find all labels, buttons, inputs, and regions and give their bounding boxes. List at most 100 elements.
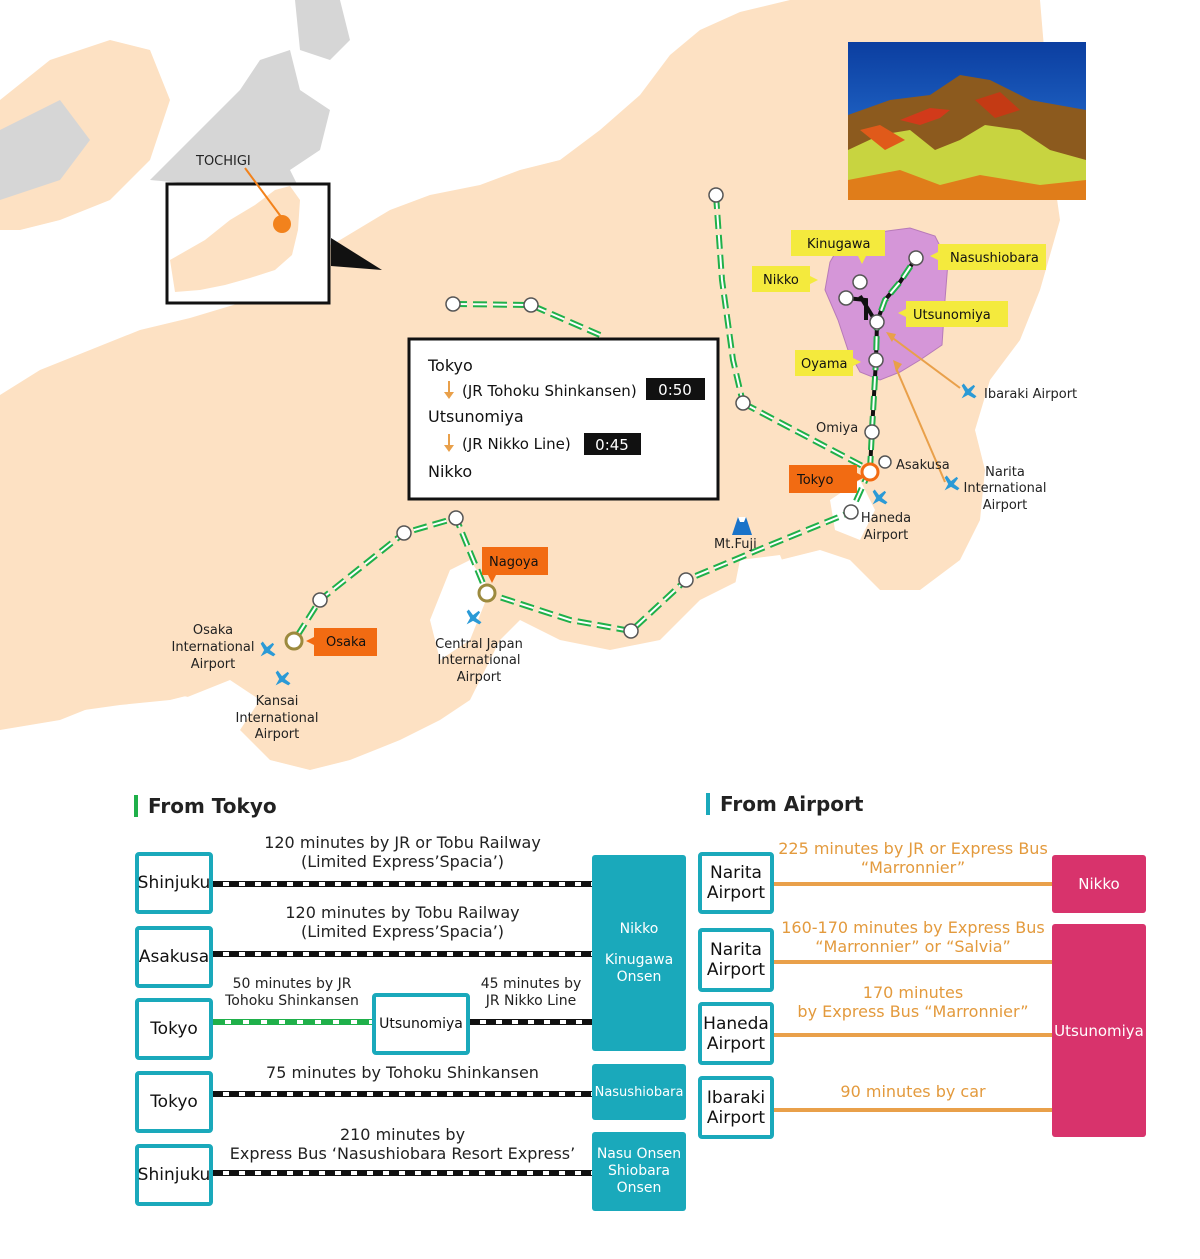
narita-airport-icon (944, 475, 960, 491)
svg-text:Kansai: Kansai (256, 694, 299, 709)
from-tokyo-title: From Tokyo (134, 795, 277, 817)
airport-icons (260, 383, 977, 686)
origin-shinjuku-1: Shinjuku (135, 852, 213, 914)
rail-shinjuku-1 (213, 881, 592, 887)
dest-utsunomiya-airport: Utsunomiya (1052, 924, 1146, 1137)
rail-nikko-line (470, 1019, 592, 1025)
rail-resort-express (213, 1170, 592, 1176)
timetable-leg2-line: (JR Nikko Line) (462, 435, 571, 453)
dest-nasu-shiobara: Nasu Onsen Shiobara Onsen (592, 1132, 686, 1211)
origin-tokyo-2: Tokyo (135, 1071, 213, 1133)
land-shikoku (0, 612, 230, 720)
label-central-japan-airport: Central Japan International Airport (435, 637, 523, 685)
svg-text:International: International (236, 711, 319, 726)
arrow-down-icon (444, 381, 454, 399)
dest-nasushiobara: Nasushiobara (592, 1064, 686, 1120)
route-text-nasushiobara: 75 minutes by Tohoku Shinkansen (266, 1063, 539, 1082)
route-text-narita-utsunomiya: 160-170 minutes by Express Bus“Marronnie… (781, 918, 1045, 956)
tag-oyama: Oyama (795, 350, 861, 376)
timetable-leg2-time: 0:45 (595, 436, 629, 454)
nagoya-station-marker (477, 583, 497, 603)
svg-text:Airport: Airport (191, 657, 236, 672)
line-haneda-utsunomiya (774, 1033, 1052, 1037)
svg-text:Osaka: Osaka (326, 635, 366, 650)
route-text-narita-nikko: 225 minutes by JR or Express Bus“Marronn… (778, 839, 1048, 877)
mountain-photo (848, 42, 1086, 200)
label-haneda-airport: Haneda Airport (861, 511, 911, 543)
timetable-box: Tokyo (JR Tohoku Shinkansen) 0:50 Utsuno… (407, 337, 720, 501)
tag-kinugawa: Kinugawa (791, 230, 885, 264)
svg-text:Utsunomiya: Utsunomiya (913, 308, 991, 323)
label-narita-airport: Narita International Airport (964, 465, 1047, 513)
svg-text:Airport: Airport (457, 670, 502, 685)
inset-japan-map (170, 186, 300, 292)
label-omiya: Omiya (816, 421, 858, 436)
timetable-leg1-line: (JR Tohoku Shinkansen) (462, 382, 637, 400)
tag-utsunomiya: Utsunomiya (898, 301, 1008, 327)
airport-leader-lines (886, 332, 961, 483)
inset-leader-line (244, 167, 283, 219)
svg-text:Airport: Airport (864, 528, 909, 543)
osaka-airport-icon (260, 641, 276, 657)
central-japan-airport-icon (466, 609, 482, 625)
timetable-transfer: Utsunomiya (428, 407, 524, 426)
label-ibaraki-airport: Ibaraki Airport (984, 387, 1077, 402)
svg-text:Osaka: Osaka (193, 623, 233, 638)
osaka-station-marker (284, 631, 304, 651)
rail-nasushiobara (213, 1091, 592, 1097)
line-ibaraki-utsunomiya (774, 1108, 1052, 1112)
tag-nagoya: Nagoya (482, 547, 548, 583)
svg-text:Narita: Narita (985, 465, 1025, 480)
inset-japan-silhouette (0, 0, 350, 200)
inset-tochigi-label: TOCHIGI (195, 154, 251, 169)
line-narita-nikko (774, 882, 1052, 886)
svg-text:International: International (964, 481, 1047, 496)
via-utsunomiya: Utsunomiya (372, 993, 470, 1055)
tag-tokyo: Tokyo (789, 465, 865, 493)
label-osaka-airport: Osaka International Airport (172, 623, 255, 672)
kansai-airport-icon (275, 670, 291, 686)
timetable-leg1-time: 0:50 (658, 381, 692, 399)
svg-text:Nikko: Nikko (763, 273, 799, 288)
mt-fuji-icon (732, 517, 752, 535)
svg-text:International: International (438, 653, 521, 668)
rail-asakusa (213, 951, 592, 957)
svg-text:Kinugawa: Kinugawa (807, 237, 870, 252)
dest-nikko-airport: Nikko (1052, 855, 1146, 913)
inset-tochigi-marker (273, 215, 291, 233)
svg-text:Oyama: Oyama (801, 357, 848, 372)
rail-tohoku-shinkansen (213, 1019, 373, 1025)
svg-text:Tokyo: Tokyo (796, 473, 833, 488)
haneda-airport-icon (872, 489, 888, 505)
route-text-asakusa: 120 minutes by Tobu Railway(Limited Expr… (285, 903, 520, 941)
mt-fuji-label: Mt.Fuji (714, 537, 757, 552)
origin-asakusa: Asakusa (135, 926, 213, 988)
origin-shinjuku-2: Shinjuku (135, 1144, 213, 1206)
from-airport-title: From Airport (706, 793, 863, 815)
tag-nikko: Nikko (752, 266, 818, 292)
svg-text:Airport: Airport (983, 498, 1028, 513)
origin-tokyo-1: Tokyo (135, 998, 213, 1060)
tokyo-station-marker (860, 462, 880, 482)
svg-text:Airport: Airport (255, 727, 300, 742)
inset-pointer-arrow (331, 238, 382, 270)
svg-text:Nasushiobara: Nasushiobara (950, 251, 1039, 266)
dest-nikko-kinugawa: Nikko Kinugawa Onsen (592, 855, 686, 1051)
tag-osaka: Osaka (306, 628, 377, 656)
map: TOCHIGI (0, 0, 1086, 770)
timetable-destination: Nikko (428, 462, 472, 481)
arrow-down-icon (444, 434, 454, 452)
tag-nasushiobara: Nasushiobara (930, 244, 1046, 270)
label-asakusa: Asakusa (896, 458, 950, 473)
label-kansai-airport: Kansai International Airport (236, 694, 319, 742)
svg-text:Nagoya: Nagoya (489, 555, 539, 570)
ibaraki-airport-icon (961, 383, 977, 399)
